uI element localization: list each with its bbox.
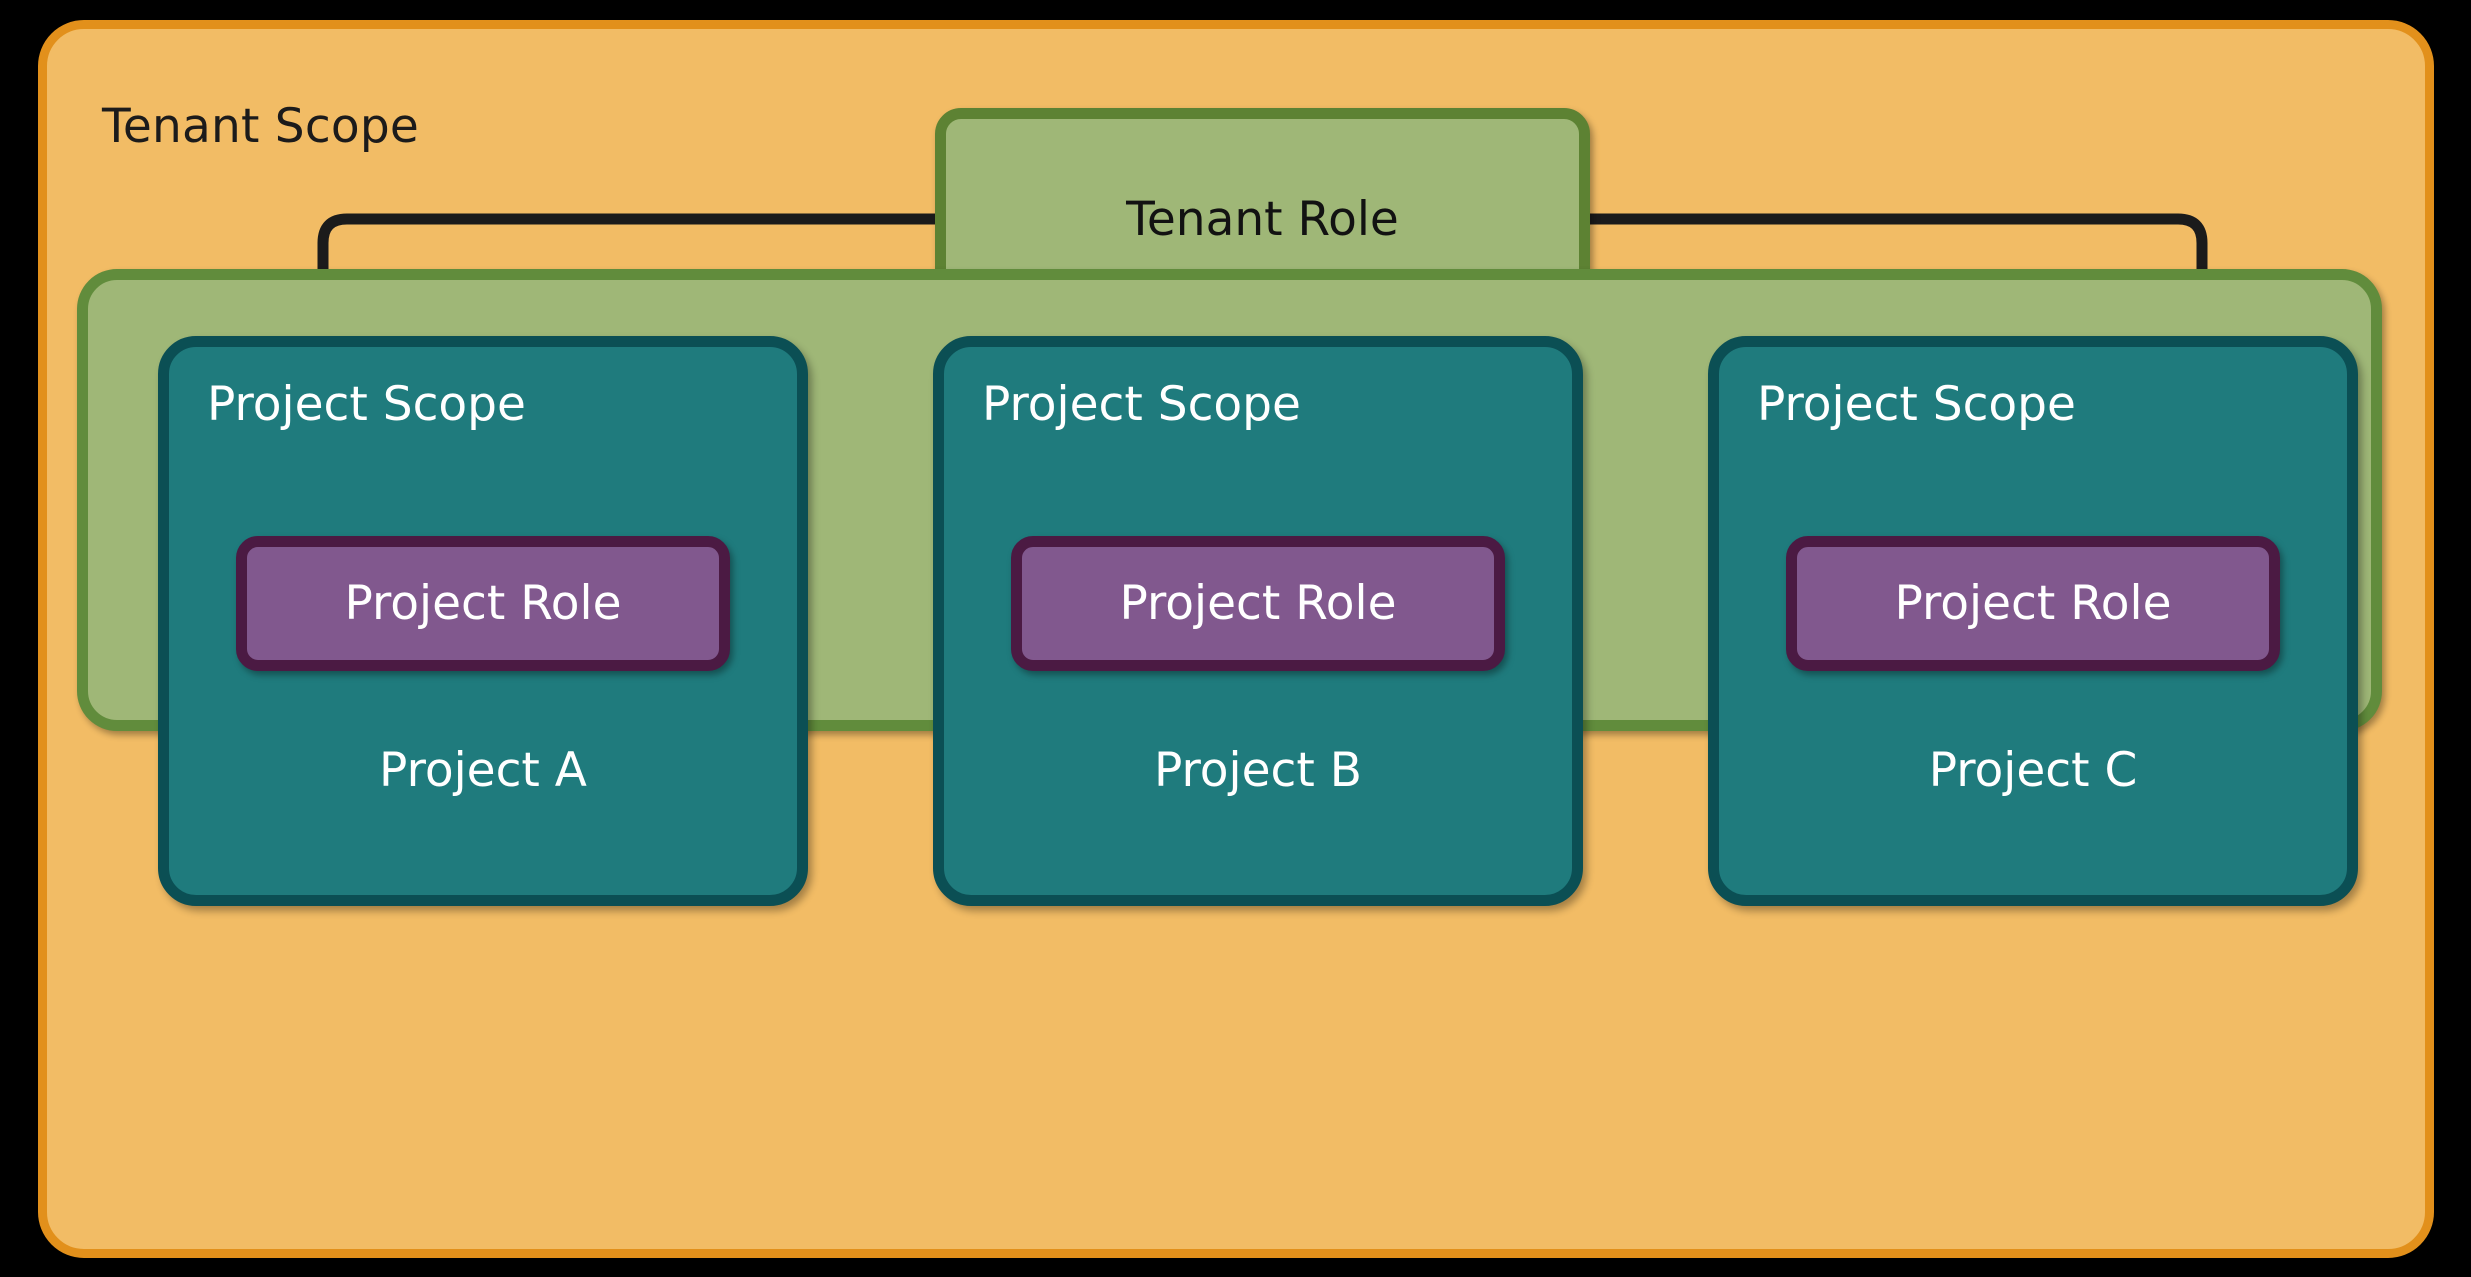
project-scope-label: Project Scope	[982, 377, 1301, 432]
project-card-c[interactable]: Project Scope Project Role Project C	[1708, 336, 2358, 906]
project-role-label: Project Role	[1119, 576, 1397, 631]
project-name-label: Project B	[1154, 743, 1362, 798]
tenant-scope-container[interactable]: Tenant Scope Tenant Role Pro	[38, 20, 2434, 1258]
tenant-scope-label: Tenant Scope	[102, 99, 419, 154]
project-scope-label: Project Scope	[1757, 377, 2076, 432]
project-scope-label: Project Scope	[207, 377, 526, 432]
project-name-label: Project A	[379, 743, 587, 798]
project-role-label: Project Role	[344, 576, 622, 631]
project-role-node[interactable]: Project Role	[236, 536, 730, 671]
projects-container: Project Scope Project Role Project A Pro…	[77, 269, 2382, 906]
project-card-b[interactable]: Project Scope Project Role Project B	[933, 336, 1583, 906]
tenant-role-label: Tenant Role	[1126, 191, 1399, 247]
project-role-label: Project Role	[1894, 576, 2172, 631]
project-role-node[interactable]: Project Role	[1786, 536, 2280, 671]
project-role-node[interactable]: Project Role	[1011, 536, 1505, 671]
project-name-label: Project C	[1928, 743, 2138, 798]
project-card-a[interactable]: Project Scope Project Role Project A	[158, 336, 808, 906]
